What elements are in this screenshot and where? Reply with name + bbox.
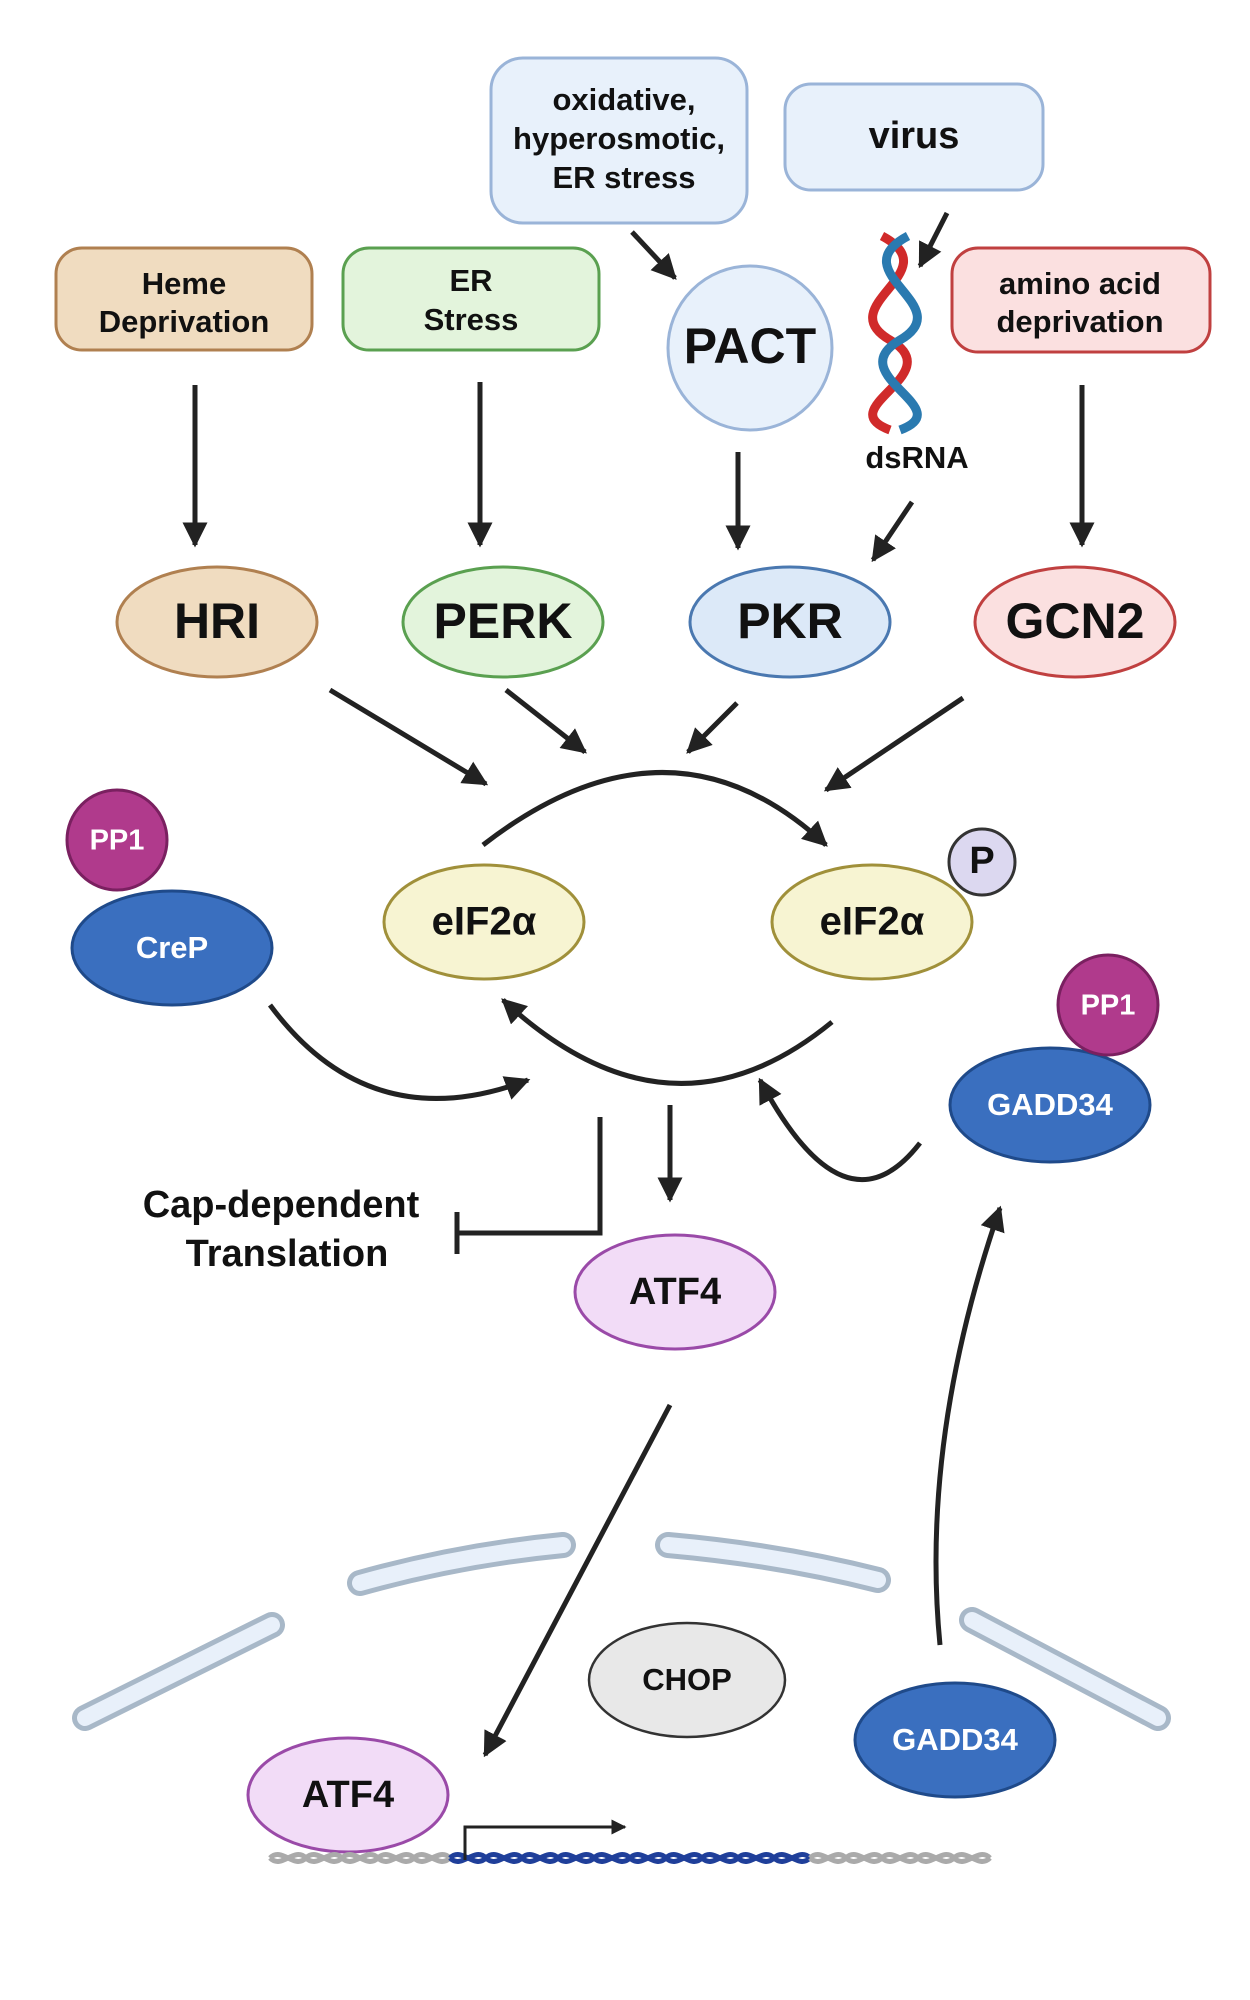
perk-ellipse (401, 565, 605, 679)
pact-triggers-box: oxidative, hyperosmotic, ER stress (489, 56, 749, 225)
heme-deprivation-box: Heme Deprivation (54, 246, 314, 352)
virus-box-shape (783, 82, 1045, 192)
amino-acid-deprivation-box: amino acid deprivation (950, 246, 1212, 354)
nuclear-membrane (72, 1532, 1171, 1731)
gcn2-ellipse (973, 565, 1177, 679)
perk-label: PERK (434, 593, 573, 649)
er-stress-box: ER Stress (341, 246, 601, 352)
pact-triggers-box-shape (489, 56, 749, 225)
dna-blue-gene-2 (448, 1852, 812, 1864)
arrow-gadd34-export (933, 1205, 1005, 1646)
arrow-pkr-to-phosphorylation (686, 701, 739, 754)
perk-node: PERK (401, 565, 605, 679)
arrow-crep-to-eif2a (267, 1003, 531, 1101)
pp1-gadd34-label: PP1 (1081, 990, 1136, 1022)
inhibition-line (457, 1117, 603, 1236)
gcn2-label: GCN2 (1006, 593, 1145, 649)
crep-node: CreP (70, 889, 274, 1007)
dsrna-strand-red (868, 232, 912, 435)
amino-acid-label-line2: deprivation (996, 304, 1163, 339)
chop-label: CHOP (642, 1662, 732, 1697)
dsrna-label: dsRNA (865, 440, 968, 475)
phosphate-badge: P (947, 827, 1017, 897)
er-stress-label-line1: ER (449, 263, 492, 298)
pact-circle (666, 264, 834, 432)
heme-deprivation-label-line1: Heme (142, 266, 226, 301)
promoter-arrow (463, 1819, 627, 1860)
cap-dependent-label-line1: Cap-dependent (143, 1184, 420, 1226)
heme-deprivation-box-shape (54, 246, 314, 352)
atf4-top-label: ATF4 (629, 1271, 721, 1313)
heme-deprivation-label-line2: Deprivation (99, 304, 270, 339)
membrane-segment-2-fill (352, 1537, 571, 1591)
atf4-node-top: ATF4 (573, 1233, 777, 1351)
gadd34-node-top: GADD34 (948, 1046, 1152, 1164)
pact-label: PACT (684, 318, 816, 374)
arrow-gcn2-to-phosphorylation (823, 695, 965, 793)
pkr-label: PKR (737, 593, 843, 649)
membrane-segment-4-fill (964, 1612, 1166, 1726)
chop-node: CHOP (587, 1621, 787, 1739)
hri-node: HRI (115, 565, 319, 679)
arrow-dsrna-to-pkr (870, 500, 915, 563)
phosphate-label: P (969, 840, 994, 882)
cap-dependent-label-line2: Translation (186, 1233, 389, 1275)
crep-ellipse (70, 889, 274, 1007)
dna-strand-icon (268, 1852, 992, 1864)
pkr-node: PKR (688, 565, 892, 679)
arrow-perk-to-phosphorylation (504, 688, 587, 754)
er-stress-box-shape (341, 246, 601, 352)
atf4-nucleus-ellipse (246, 1736, 450, 1854)
virus-label: virus (869, 115, 960, 157)
pact-triggers-label-line3: ER stress (552, 160, 695, 195)
pp1-gadd34-node: PP1 (1056, 953, 1160, 1057)
phospho-eif2a-node: eIF2α (770, 863, 974, 981)
dna-grey-left-2 (268, 1852, 452, 1864)
phospho-eif2a-ellipse (770, 863, 974, 981)
gcn2-node: GCN2 (973, 565, 1177, 679)
eif2a-node: eIF2α (382, 863, 586, 981)
atf4-node-nucleus: ATF4 (246, 1736, 450, 1854)
hri-ellipse (115, 565, 319, 679)
pact-node: PACT (666, 264, 834, 432)
arrow-virus-to-dsrna (917, 211, 950, 269)
hri-label: HRI (174, 593, 260, 649)
gadd34-top-ellipse (948, 1046, 1152, 1164)
arrow-triggers-to-pact (630, 230, 677, 280)
chop-ellipse (587, 1621, 787, 1739)
dsrna-strand-blue (878, 232, 922, 435)
pp1-gadd34-circle (1056, 953, 1160, 1057)
crep-label: CreP (136, 930, 208, 965)
pkr-ellipse (688, 565, 892, 679)
pp1-crep-label: PP1 (90, 825, 145, 857)
pact-triggers-label-line1: oxidative, (553, 82, 696, 117)
gadd34-nucleus-ellipse (853, 1681, 1057, 1799)
amino-acid-label-line1: amino acid (999, 266, 1161, 301)
phospho-eif2a-label: eIF2α (820, 900, 925, 944)
atf4-top-ellipse (573, 1233, 777, 1351)
arrow-gadd34-to-eif2a (757, 1077, 922, 1182)
membrane-segment-3-fill (660, 1537, 886, 1588)
gadd34-nucleus-label: GADD34 (892, 1722, 1019, 1757)
gadd34-top-label: GADD34 (987, 1087, 1114, 1122)
pp1-crep-node: PP1 (65, 788, 169, 892)
arrow-atf4-into-nucleus (482, 1403, 673, 1758)
dsrna-helix-icon (868, 232, 922, 435)
arrow-phosphorylation-curve (481, 770, 828, 847)
pp1-crep-circle (65, 788, 169, 892)
pact-triggers-label-line2: hyperosmotic, (513, 121, 725, 156)
gadd34-node-nucleus: GADD34 (853, 1681, 1057, 1799)
dna-grey-right-2 (808, 1852, 992, 1864)
arrow-hri-to-phosphorylation (328, 687, 489, 787)
phosphate-circle (947, 827, 1017, 897)
amino-acid-deprivation-box-shape (950, 246, 1212, 354)
arrow-dephosphorylation-curve (501, 998, 834, 1086)
membrane-segment-1-fill (77, 1617, 280, 1726)
eif2a-ellipse (382, 863, 586, 981)
er-stress-label-line2: Stress (424, 302, 519, 337)
atf4-nucleus-label: ATF4 (302, 1774, 394, 1816)
virus-box: virus (783, 82, 1045, 192)
eif2a-label: eIF2α (432, 900, 537, 944)
